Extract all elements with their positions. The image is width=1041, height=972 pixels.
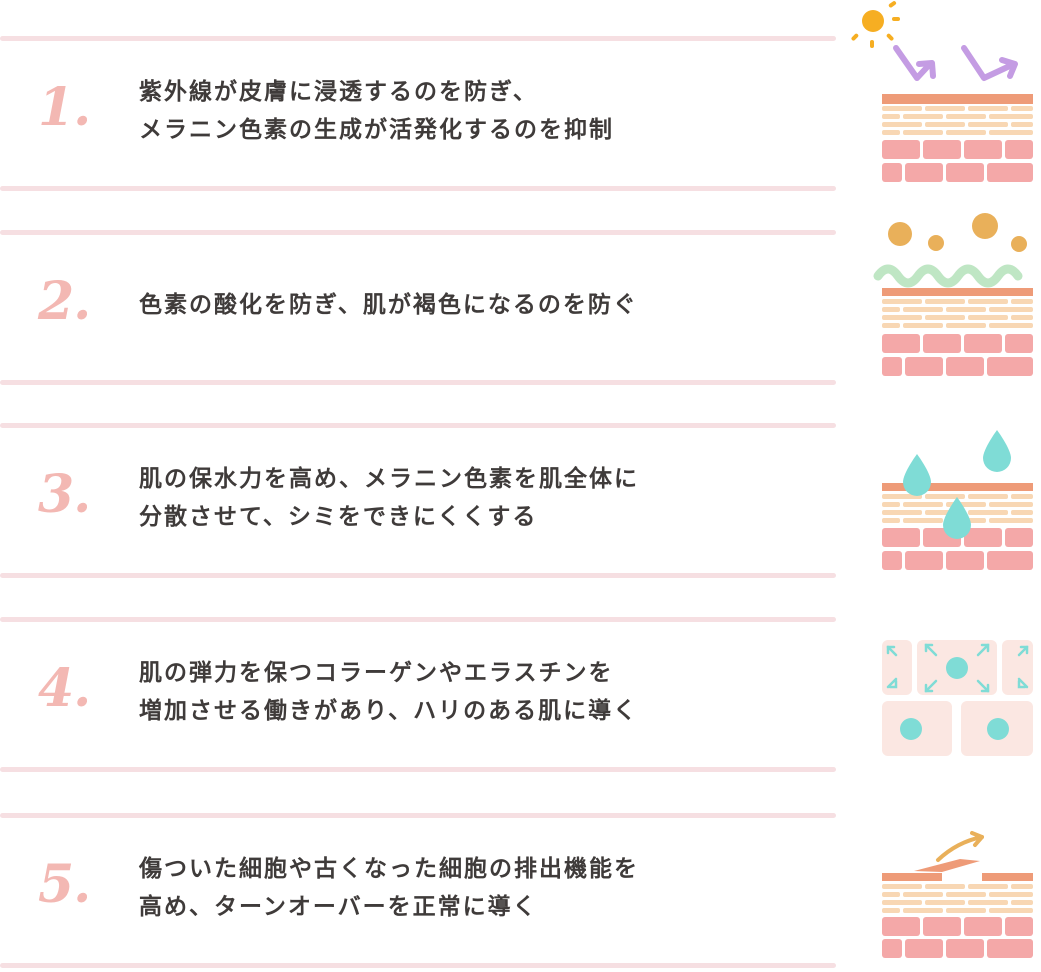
item-number: 3. [38, 464, 91, 525]
item-text-line: 傷ついた細胞や古くなった細胞の排出機能を [139, 856, 639, 882]
item-5: 5. 傷ついた細胞や古くなった細胞の排出機能を 高め、ターンオーバーを正常に導く [0, 777, 1041, 972]
item-text: 紫外線が皮膚に浸透するのを防ぎ、 メラニン色素の生成が活発化するのを抑制 [139, 73, 799, 149]
cells-expansion-icon [882, 640, 1033, 756]
item-text: 肌の保水力を高め、メラニン色素を肌全体に 分散させて、シミをできにくくする [139, 460, 799, 536]
divider [0, 230, 836, 235]
item-text-line: 肌の保水力を高め、メラニン色素を肌全体に [139, 466, 639, 492]
item-text-line: 増加させる働きがあり、ハリのある肌に導く [139, 698, 639, 724]
divider [0, 963, 836, 968]
divider [0, 186, 836, 191]
water-drops-skin-icon [882, 430, 1033, 570]
item-text: 傷ついた細胞や古くなった細胞の排出機能を 高め、ターンオーバーを正常に導く [139, 850, 799, 926]
oxidation-shield-skin-icon [873, 213, 1033, 376]
item-text-line: メラニン色素の生成が活発化するのを抑制 [139, 117, 614, 143]
divider [0, 423, 836, 428]
divider [0, 617, 836, 622]
divider [0, 380, 836, 385]
item-text-line: 肌の弾力を保つコラーゲンやエラスチンを [139, 660, 614, 686]
item-number: 1. [38, 77, 91, 138]
item-text: 色素の酸化を防ぎ、肌が褐色になるのを防ぐ [139, 286, 799, 324]
item-number: 5. [38, 854, 91, 915]
divider [0, 813, 836, 818]
divider [0, 36, 836, 41]
item-2: 2. 色素の酸化を防ぎ、肌が褐色になるのを防ぐ [0, 194, 1041, 389]
item-text-line: 高め、ターンオーバーを正常に導く [139, 894, 538, 920]
item-text-line: 紫外線が皮膚に浸透するのを防ぎ、 [139, 79, 538, 105]
item-text: 肌の弾力を保つコラーゲンやエラスチンを 増加させる働きがあり、ハリのある肌に導く [139, 654, 799, 730]
item-1: 1. 紫外線が皮膚に浸透するのを防ぎ、 メラニン色素の生成が活発化するのを抑制 [0, 0, 1041, 195]
sun-uv-skin-icon [851, 1, 1033, 182]
item-3: 3. 肌の保水力を高め、メラニン色素を肌全体に 分散させて、シミをできにくくする [0, 387, 1041, 582]
item-text-line: 分散させて、シミをできにくくする [139, 504, 538, 530]
divider [0, 573, 836, 578]
skin-turnover-icon [882, 831, 1033, 958]
divider [0, 767, 836, 772]
item-number: 2. [38, 271, 91, 332]
item-4: 4. 肌の弾力を保つコラーゲンやエラスチンを 増加させる働きがあり、ハリのある肌… [0, 581, 1041, 776]
item-number: 4. [38, 658, 91, 719]
item-text-line: 色素の酸化を防ぎ、肌が褐色になるのを防ぐ [139, 292, 638, 318]
